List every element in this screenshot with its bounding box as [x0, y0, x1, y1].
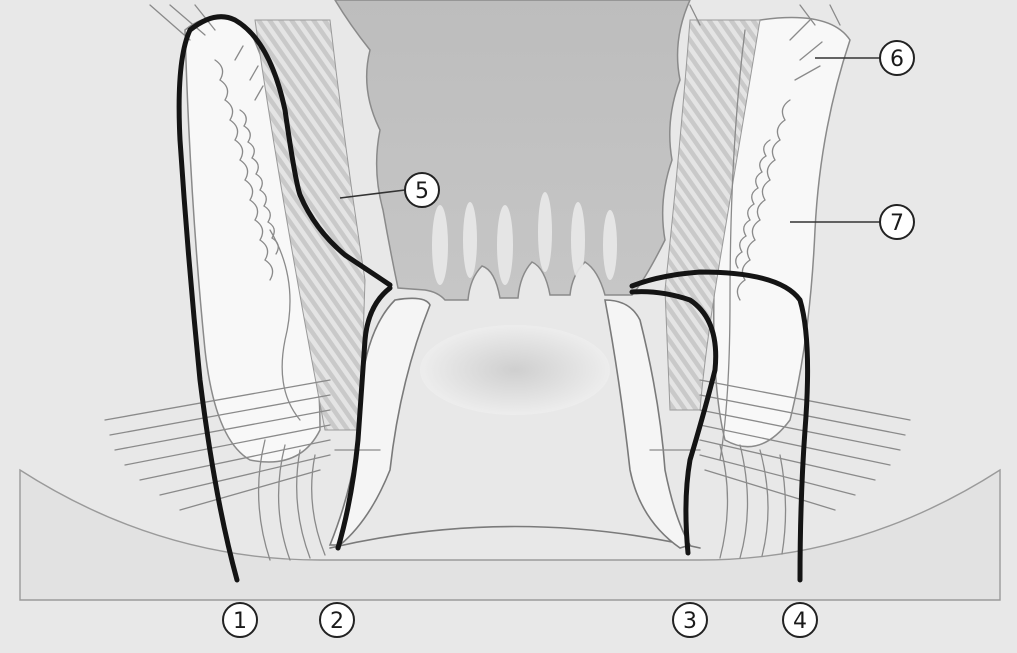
- canal-shadow: [420, 325, 610, 415]
- callout-1-label: 1: [233, 609, 247, 634]
- callout-3: 3: [673, 603, 707, 637]
- callout-3-label: 3: [683, 609, 697, 634]
- callout-5-label: 5: [415, 179, 429, 204]
- callout-2: 2: [320, 603, 354, 637]
- callout-1: 1: [223, 603, 257, 637]
- callout-4: 4: [783, 603, 817, 637]
- callout-7-label: 7: [890, 211, 904, 236]
- callout-4-label: 4: [793, 609, 807, 634]
- callout-6: 6: [880, 41, 914, 75]
- callout-6-label: 6: [890, 47, 904, 72]
- callout-5: 5: [405, 173, 439, 207]
- callout-7: 7: [880, 205, 914, 239]
- callout-2-label: 2: [330, 609, 344, 634]
